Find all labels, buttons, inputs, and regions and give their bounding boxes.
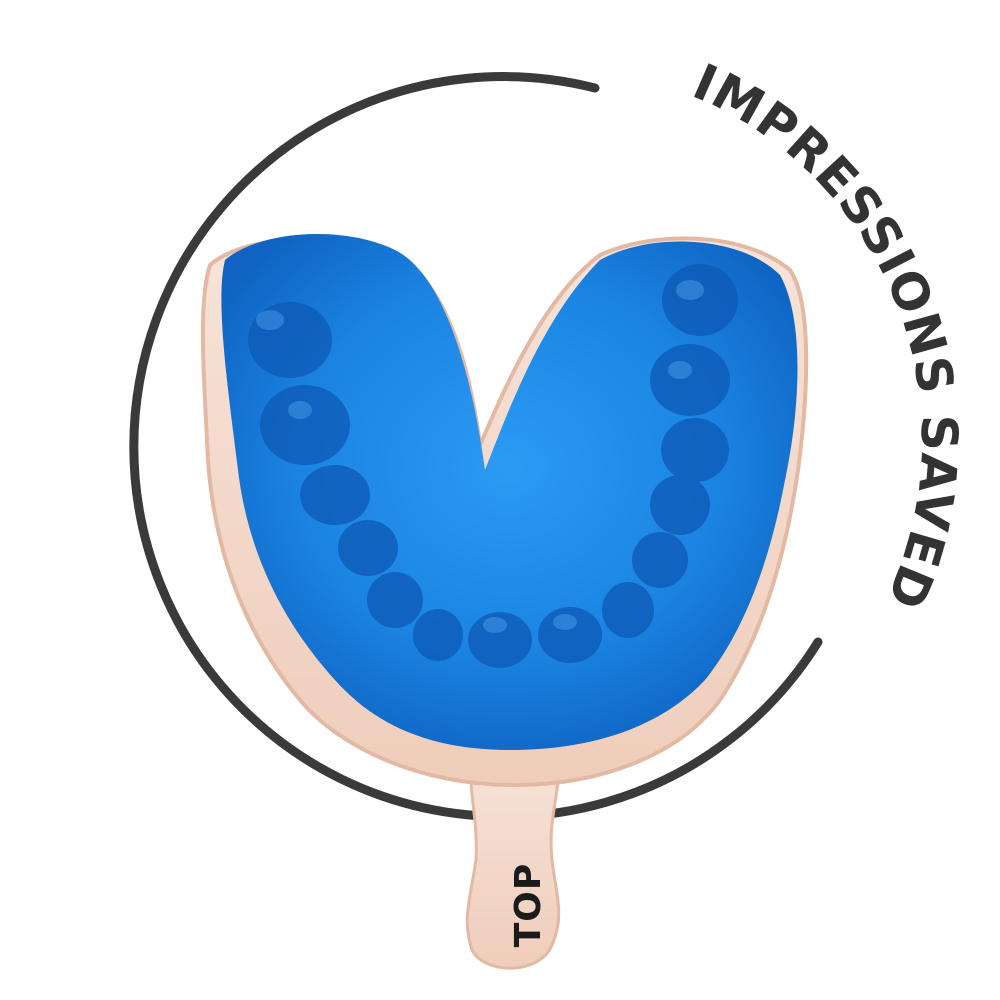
badge-ring bbox=[129, 72, 823, 822]
tray-handle-label: TOP bbox=[508, 863, 549, 948]
impression-material bbox=[221, 233, 798, 750]
teeth-imprints bbox=[248, 264, 738, 668]
tray-handle: TOP bbox=[465, 758, 562, 970]
material-highlights bbox=[256, 280, 704, 633]
